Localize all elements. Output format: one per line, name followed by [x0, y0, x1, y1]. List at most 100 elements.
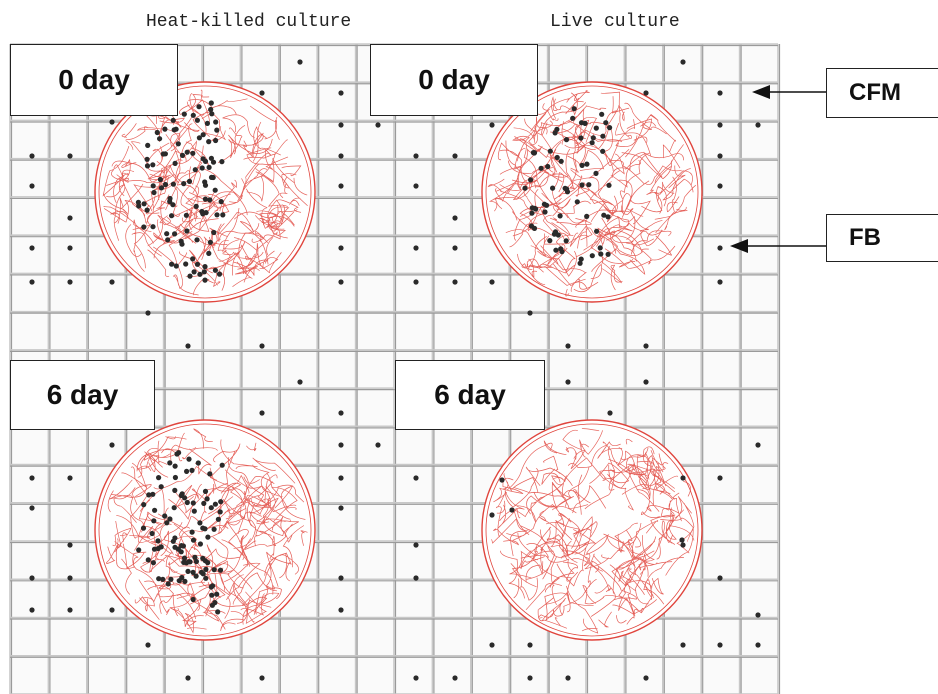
cell-dot [375, 122, 381, 128]
scaffold-cell [574, 199, 580, 205]
scaffold-cell [181, 555, 188, 561]
scaffold-cell [199, 165, 205, 171]
cell-dot [338, 442, 344, 448]
cell-dot [67, 215, 73, 221]
scaffold-cell [589, 253, 595, 259]
scaffold-cell [186, 559, 192, 565]
cell-dot [717, 122, 723, 128]
scaffold-cell [542, 209, 548, 215]
cell-dot [717, 90, 723, 96]
cell-dot [717, 642, 723, 648]
cell-dot [145, 642, 151, 648]
scaffold-cell [202, 196, 208, 202]
scaffold-cell [144, 207, 150, 213]
scaffold-cell [206, 250, 212, 256]
scaffold-cell [164, 520, 170, 526]
cell-dot [413, 279, 419, 285]
scaffold-cell [194, 117, 200, 123]
cell-dot [755, 122, 761, 128]
scaffold-cell [598, 251, 604, 257]
scaffold-cell [141, 502, 147, 508]
scaffold-cell [570, 115, 576, 121]
scaffold-cell [136, 547, 142, 553]
scaffold-cell [204, 496, 210, 502]
cell-dot [413, 183, 419, 189]
scaffold-cell [197, 271, 203, 277]
cell-dot [527, 642, 533, 648]
scaffold-cell [547, 148, 553, 154]
scaffold-cell [203, 575, 209, 581]
scaffold-cell [171, 505, 177, 511]
cell-dot [338, 183, 344, 189]
scaffold-cell [189, 467, 195, 473]
scaffold-cell [186, 456, 192, 462]
scaffold-cell [197, 541, 203, 547]
cell-dot [338, 122, 344, 128]
cell-dot [643, 675, 649, 681]
scaffold-cell [194, 261, 201, 267]
scaffold-cell [150, 162, 156, 168]
scaffold-cell [217, 567, 224, 573]
cell-dot [565, 343, 571, 349]
scaffold-cell [563, 238, 569, 244]
scaffold-cell [558, 158, 564, 164]
scaffold-cell [531, 150, 537, 156]
scaffold-cell [190, 537, 197, 543]
cell-dot [67, 542, 73, 548]
scaffold-cell [202, 488, 209, 494]
cell-dot [29, 505, 35, 511]
scaffold-cell [538, 165, 544, 171]
scaffold-cell [200, 571, 206, 577]
scaffold-cell [215, 516, 221, 522]
cell-dot [338, 410, 344, 416]
cell-dot [67, 279, 73, 285]
scaffold-cell [150, 491, 156, 497]
scaffold-cell [181, 111, 187, 117]
cell-dot [29, 245, 35, 251]
scaffold-cell [220, 212, 226, 218]
scaffold-cell [579, 162, 585, 168]
scaffold-cell [209, 592, 215, 598]
scaffold-cell [172, 487, 178, 493]
scaffold-cell [207, 239, 213, 245]
cell-dot [680, 475, 686, 481]
scaffold-cell [217, 509, 223, 515]
scaffold-cell [200, 132, 206, 138]
cell-dot [29, 183, 35, 189]
scaffold-cell [156, 475, 162, 481]
scaffold-cell [160, 576, 166, 582]
scaffold-cell [151, 189, 157, 196]
scaffold-cell [593, 170, 599, 176]
scaffold-cell [528, 177, 534, 183]
cell-dot [643, 90, 649, 96]
scaffold-cell [203, 566, 209, 573]
scaffold-cell [181, 559, 187, 566]
cell-dot [643, 379, 649, 385]
cell-dot [67, 245, 73, 251]
scaffold-cell [178, 238, 184, 244]
scaffold-cell [202, 264, 208, 270]
scaffold-cell [212, 267, 218, 273]
scaffold-cell [178, 543, 185, 549]
scaffold-cell [167, 460, 173, 466]
scaffold-cell [190, 150, 196, 156]
scaffold-cell [201, 500, 207, 506]
scaffold-cell [584, 161, 590, 167]
callout-fb: FB [826, 214, 938, 262]
scaffold-cell [528, 223, 535, 229]
scaffold-cell [152, 507, 158, 513]
scaffold-cell [184, 149, 190, 155]
scaffold-cell [191, 269, 197, 275]
scaffold-circle [485, 423, 699, 637]
scaffold-cell [135, 199, 141, 205]
scaffold-cell [193, 573, 199, 579]
cell-dot [338, 607, 344, 613]
scaffold-cell [140, 525, 147, 531]
cell-dot [717, 575, 723, 581]
cell-dot [29, 607, 35, 613]
panel-label-live-0day: 0 day [370, 44, 538, 116]
cell-dot [185, 343, 191, 349]
arrow-fb-head [730, 239, 748, 253]
scaffold-cell [216, 271, 223, 277]
scaffold-circle [481, 419, 703, 641]
